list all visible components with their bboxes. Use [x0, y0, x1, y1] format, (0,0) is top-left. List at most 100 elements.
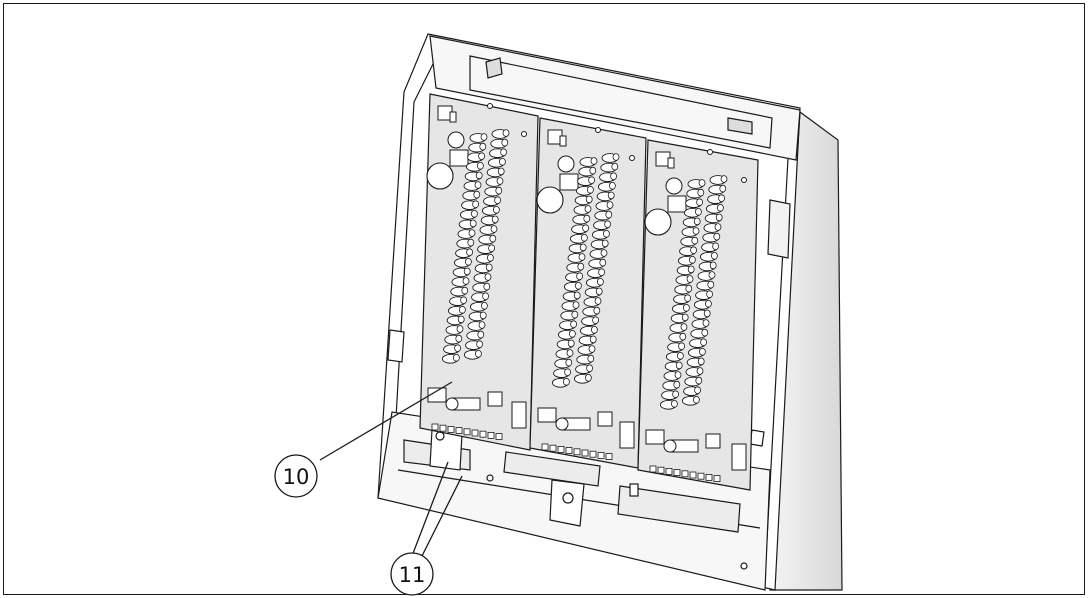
terminal-pin-cap: [463, 267, 471, 276]
board-switch: [427, 387, 447, 403]
terminal-pin-cap: [480, 301, 488, 310]
board-cap-large: [644, 208, 672, 236]
terminal-pin-cap: [679, 332, 687, 341]
terminal-pin-cap: [578, 253, 586, 261]
terminal-pin-cap: [488, 244, 496, 253]
terminal-pin-cap: [570, 320, 577, 329]
terminal-strip-pin: [463, 428, 471, 436]
terminal-pin-cap: [480, 133, 488, 141]
terminal-pin-cap: [563, 377, 570, 386]
terminal-pin-cap: [719, 184, 727, 193]
terminal-pin-cap: [697, 188, 705, 197]
terminal-strip-pin: [657, 466, 665, 474]
board-cap-small: [665, 177, 683, 195]
terminal-pin-cap: [455, 334, 463, 343]
terminal-strip-pin: [649, 465, 657, 473]
terminal-pin-cap: [502, 129, 510, 137]
terminal-strip-pin: [447, 425, 455, 433]
terminal-pin-cap: [486, 253, 494, 262]
terminal-pin-cap: [469, 219, 477, 228]
terminal-pin-cap: [683, 303, 690, 312]
terminal-pin-cap: [711, 252, 718, 260]
terminal-pin-cap: [579, 243, 587, 252]
board-jack-ring: [663, 439, 677, 453]
terminal-pin-cap: [468, 229, 476, 237]
terminal-pin-cap: [598, 268, 605, 277]
terminal-pin-cap: [490, 225, 498, 233]
terminal-strip-pin: [479, 430, 487, 438]
terminal-pin-cap: [675, 361, 683, 370]
board-jack-ring: [555, 417, 569, 431]
board-relay: [559, 173, 579, 191]
board-ic: [619, 421, 635, 449]
terminal-pin-cap: [606, 201, 614, 209]
terminal-strip-pin: [549, 444, 557, 452]
terminal-pin-cap: [700, 338, 707, 347]
board-cap-small: [447, 131, 465, 149]
terminal-pin-cap: [489, 234, 497, 243]
terminal-pin-cap: [495, 186, 503, 195]
terminal-pin-cap: [456, 325, 464, 333]
terminal-pin-cap: [584, 205, 592, 213]
terminal-pin-cap: [458, 305, 466, 314]
terminal-pin-cap: [592, 316, 599, 325]
terminal-pin-cap: [684, 294, 691, 303]
terminal-strip-pin: [697, 472, 705, 480]
terminal-strip-pin: [495, 433, 503, 441]
callout-11-label: 11: [399, 563, 426, 587]
terminal-pin-cap: [695, 208, 702, 216]
terminal-pin-cap: [609, 182, 616, 190]
board-jack-ring: [445, 397, 459, 411]
circuit-boards: [419, 93, 759, 491]
terminal-pin-cap: [672, 390, 679, 399]
board-ic: [511, 401, 527, 429]
terminal-strip-pin: [431, 423, 439, 431]
callout-10-circle: [274, 454, 318, 498]
terminal-pin-cap: [472, 200, 480, 209]
callout-11-circle: [390, 552, 434, 596]
terminal-pin-cap: [461, 286, 469, 295]
terminal-pin-cap: [591, 325, 598, 334]
terminal-pin-cap: [589, 166, 597, 175]
terminal-strip-pin: [487, 431, 495, 439]
terminal-pin-cap: [694, 386, 701, 395]
terminal-strip-pin: [455, 427, 463, 435]
terminal-pin-cap: [452, 353, 460, 362]
terminal-strip-pin: [673, 469, 681, 477]
terminal-pin-cap: [597, 277, 604, 286]
terminal-pin-cap: [564, 368, 571, 377]
terminal-pin-cap: [590, 157, 598, 165]
board-mount-hole: [595, 127, 601, 133]
terminal-pin-cap: [470, 210, 478, 218]
callouts: [274, 381, 463, 596]
terminal-pin-cap: [720, 175, 728, 183]
terminal-pin-cap: [466, 248, 474, 257]
terminal-pin-cap: [475, 171, 483, 180]
terminal-pin-cap: [454, 344, 462, 353]
terminal-pin-cap: [478, 152, 486, 161]
terminal-pin-cap: [603, 230, 610, 238]
terminal-pin-cap: [501, 138, 509, 147]
board-cap-large: [426, 162, 454, 190]
terminal-pin-cap: [687, 265, 695, 274]
board-connector-tab: [667, 157, 675, 169]
housing-top-rail-inner: [469, 55, 773, 149]
board-connector-tab: [449, 111, 457, 123]
board-switch: [537, 407, 557, 423]
callout-10-leader: [319, 381, 453, 461]
terminal-pin-cap: [595, 287, 603, 296]
terminal-pin-cap: [701, 328, 709, 337]
terminal-pin-cap: [587, 186, 594, 194]
terminal-strip-pin: [581, 449, 589, 457]
terminal-pin-cap: [690, 246, 697, 255]
terminal-pin-cap: [599, 258, 607, 267]
terminal-pin-cap: [680, 323, 688, 331]
terminal-pin-cap: [583, 214, 591, 223]
terminal-pin-cap: [485, 263, 493, 272]
board-relay: [667, 195, 687, 213]
terminal-pin-cap: [696, 367, 704, 375]
terminal-pin-cap: [571, 310, 579, 319]
terminal-pin-cap: [582, 224, 589, 233]
terminal-pin-cap: [706, 290, 713, 299]
terminal-pin-cap: [674, 371, 682, 379]
